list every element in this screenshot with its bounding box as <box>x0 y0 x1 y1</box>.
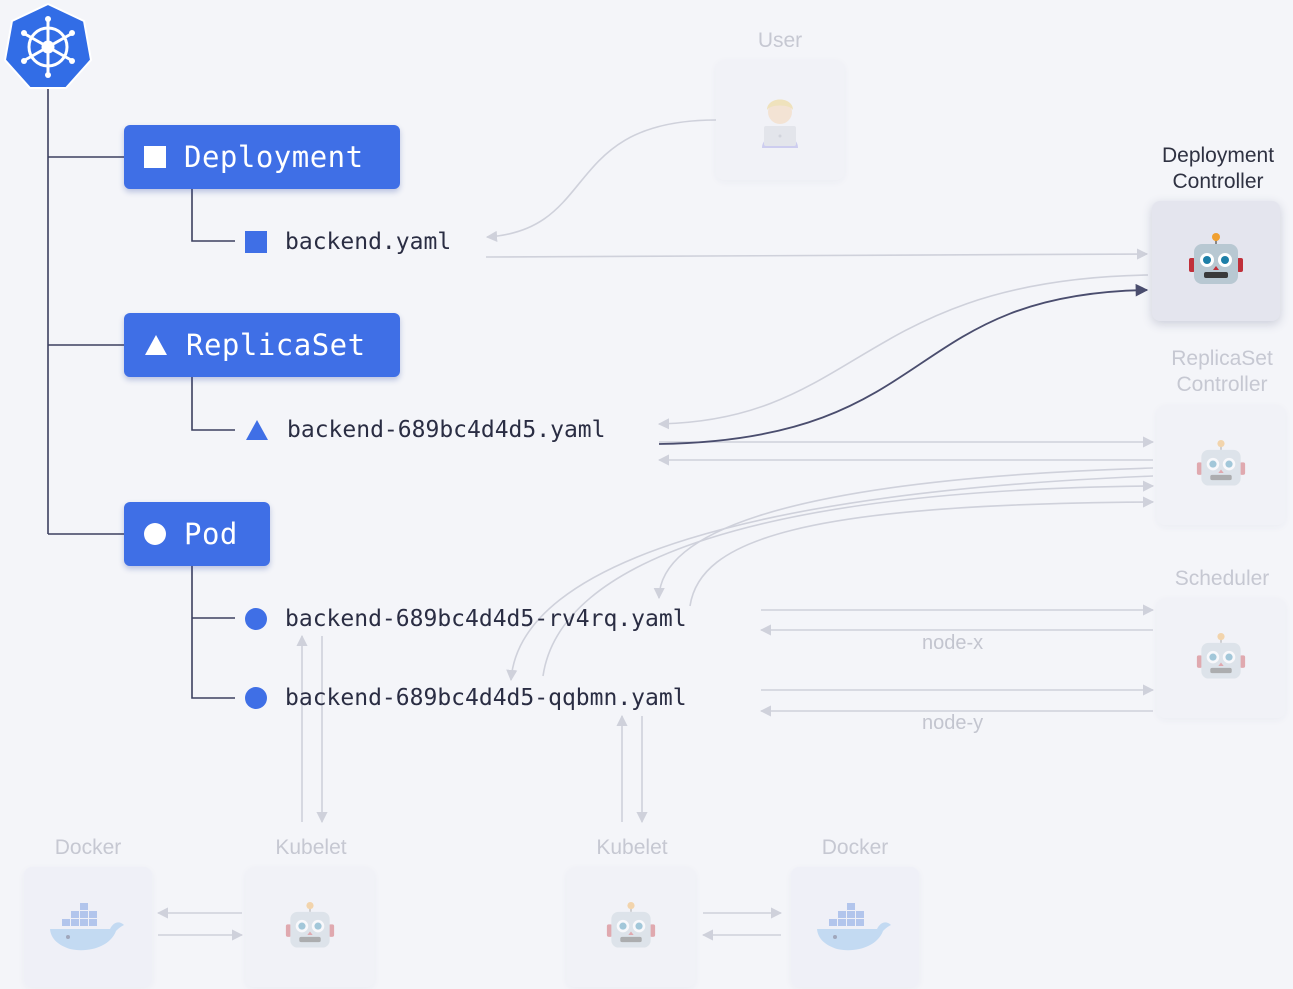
docker-left-card <box>24 867 152 987</box>
pod-label: Pod <box>184 517 238 551</box>
replicaset-controller-card <box>1157 405 1285 525</box>
resource-tree-lines <box>47 88 235 699</box>
edge-replicaset-file-to-deployment-controller-active <box>658 283 1149 445</box>
circle-icon <box>245 608 267 630</box>
kubernetes-helm-icon <box>3 2 93 89</box>
replicaset-file-name: backend-689bc4d4d5.yaml <box>287 417 606 443</box>
kubelet-right-card <box>567 867 695 987</box>
edge-rs-controller-to-pod-qqbmn <box>506 475 1154 682</box>
replicaset-label: ReplicaSet <box>186 328 366 362</box>
docker-left-caption: Docker <box>54 836 122 859</box>
caption-line: Controller <box>1176 373 1268 396</box>
deployment-file[interactable]: backend.yaml <box>245 226 451 258</box>
edge-deployment-file-to-controller <box>485 248 1149 260</box>
caption-line: ReplicaSet <box>1171 347 1273 370</box>
edge-controller-to-replicaset-file <box>657 274 1149 430</box>
user-caption: User <box>757 29 803 52</box>
pod-button[interactable]: Pod <box>124 502 270 566</box>
square-icon <box>144 146 166 168</box>
pod-file-name: backend-689bc4d4d5-qqbmn.yaml <box>285 685 687 711</box>
kubernetes-logo <box>3 2 93 90</box>
caption-line: Deployment <box>1161 144 1275 167</box>
circle-icon <box>144 523 166 545</box>
deployment-label: Deployment <box>184 140 364 174</box>
docker-whale-icon <box>817 903 891 951</box>
square-icon <box>245 231 267 253</box>
circle-icon <box>245 687 267 709</box>
user-card <box>716 60 844 180</box>
docker-right-card <box>791 867 919 987</box>
deployment-controller-card <box>1152 201 1280 321</box>
robot-icon <box>606 902 656 948</box>
deployment-button[interactable]: Deployment <box>124 125 400 189</box>
node-y-label: node-y <box>922 712 984 734</box>
edge-rs-controller-to-pod-rv4rq <box>653 467 1154 600</box>
pod-file-qqbmn[interactable]: backend-689bc4d4d5-qqbmn.yaml <box>245 682 687 714</box>
edge-pod-rv4rq-to-rs-controller <box>689 496 1155 607</box>
replicaset-button[interactable]: ReplicaSet <box>124 313 400 377</box>
scheduler-caption: Scheduler <box>1174 567 1270 590</box>
edge-user-to-deployment-file <box>485 119 717 242</box>
triangle-icon <box>246 420 268 440</box>
user-with-laptop-icon <box>762 99 798 148</box>
kubelet-left-card <box>246 867 374 987</box>
robot-icon <box>1196 633 1246 679</box>
deployment-controller-caption: Deployment Controller <box>1143 143 1293 195</box>
docker-right-caption: Docker <box>821 836 889 859</box>
pod-file-rv4rq[interactable]: backend-689bc4d4d5-rv4rq.yaml <box>245 603 687 635</box>
caption-line: Controller <box>1172 170 1264 193</box>
robot-icon <box>285 902 335 948</box>
scheduler-card <box>1157 598 1285 718</box>
edge-pod-qqbmn-to-rs-controller <box>542 480 1155 677</box>
deployment-file-name: backend.yaml <box>285 229 452 255</box>
replicaset-file[interactable]: backend-689bc4d4d5.yaml <box>245 414 606 446</box>
kubelet-left-caption: Kubelet <box>275 836 347 859</box>
node-x-label: node-x <box>922 632 984 654</box>
kubelet-right-caption: Kubelet <box>596 836 668 859</box>
replicaset-controller-caption: ReplicaSet Controller <box>1147 346 1293 398</box>
pod-file-name: backend-689bc4d4d5-rv4rq.yaml <box>285 606 687 632</box>
docker-whale-icon <box>50 903 124 951</box>
robot-icon <box>1196 440 1246 486</box>
robot-icon <box>1189 233 1243 284</box>
triangle-icon <box>145 335 167 355</box>
